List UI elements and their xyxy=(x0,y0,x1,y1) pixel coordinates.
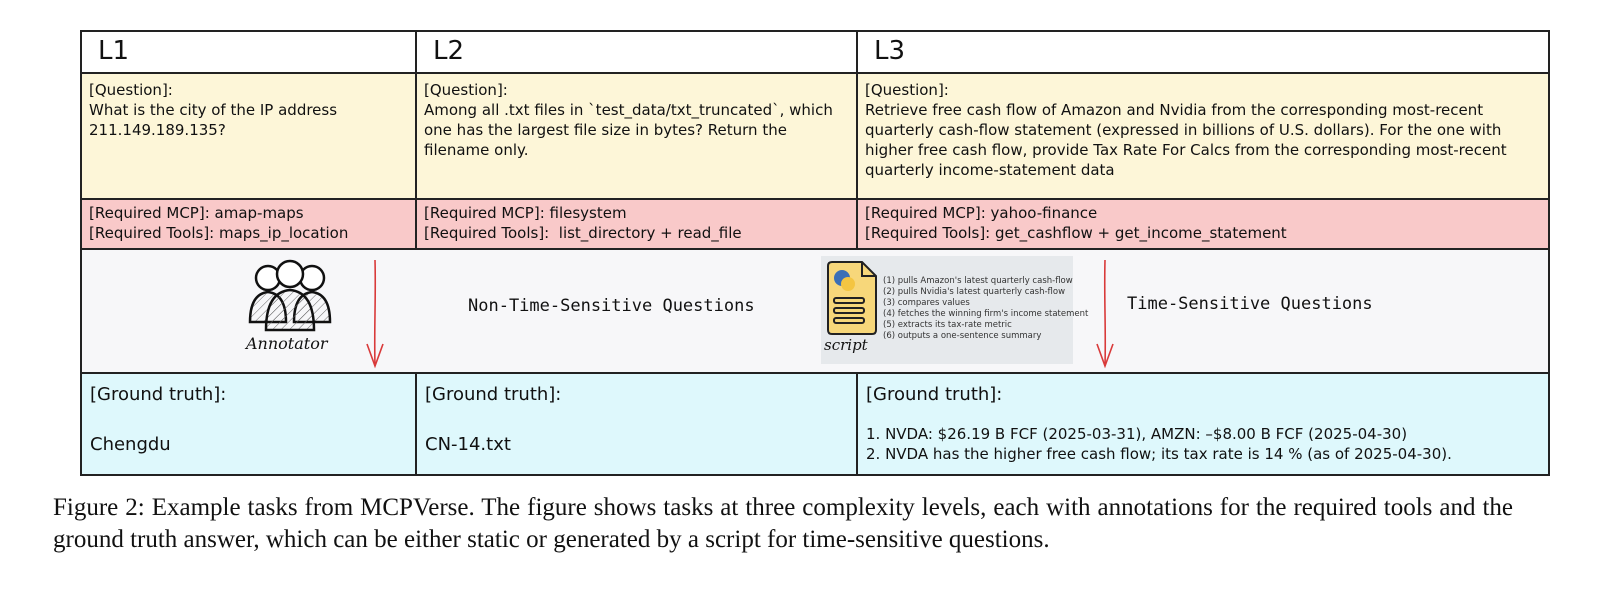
task-figure: L1 L2 L3 [Question]: What is the city of… xyxy=(80,30,1550,476)
level-header-l3: L3 xyxy=(874,36,906,66)
level-header-l1: L1 xyxy=(82,32,417,72)
required-tools-l1: [Required Tools]: maps_ip_location xyxy=(89,224,349,242)
question-label: [Question]: xyxy=(89,81,173,99)
script-steps: (1) pulls Amazon's latest quarterly cash… xyxy=(883,276,1088,342)
script-step: (5) extracts its tax-rate metric xyxy=(883,320,1012,330)
arrow-down-icon xyxy=(1096,259,1114,369)
script-label: script xyxy=(824,336,868,354)
ground-truth-answer-l1: Chengdu xyxy=(90,434,171,455)
required-tools-l3: [Required Tools]: get_cashflow + get_inc… xyxy=(865,224,1287,242)
script-icon xyxy=(827,261,877,335)
question-text-l3: Retrieve free cash flow of Amazon and Nv… xyxy=(865,101,1507,179)
script-step: (3) compares values xyxy=(883,298,970,308)
question-cell-l1: [Question]: What is the city of the IP a… xyxy=(82,74,417,198)
time-sensitive-label: Time-Sensitive Questions xyxy=(1127,294,1373,314)
level-header-l2: L2 xyxy=(417,32,858,72)
required-mcp-l2: [Required MCP]: filesystem xyxy=(424,204,627,222)
script-step: (6) outputs a one-sentence summary xyxy=(883,331,1042,341)
figure-caption: Figure 2: Example tasks from MCPVerse. T… xyxy=(53,494,1513,553)
ground-truth-line: 2. NVDA has the higher free cash flow; i… xyxy=(866,445,1452,463)
ground-truth-answer-l3: 1. NVDA: $26.19 B FCF (2025-03-31), AMZN… xyxy=(866,424,1452,464)
level-header-row: L1 L2 L3 xyxy=(82,32,1548,74)
required-mcp-l3: [Required MCP]: yahoo-finance xyxy=(865,204,1098,222)
required-tools-l2: [Required Tools]: list_directory + read_… xyxy=(424,224,742,242)
annotation-method-row: Annotator Non-Time-Sensitive Questions s… xyxy=(82,250,1548,374)
ground-truth-line: 1. NVDA: $26.19 B FCF (2025-03-31), AMZN… xyxy=(866,425,1408,443)
arrow-down-icon xyxy=(366,259,384,369)
ground-truth-label: [Ground truth]: xyxy=(866,384,1003,405)
requirements-cell-l1: [Required MCP]: amap-maps [Required Tool… xyxy=(82,200,417,248)
script-step: (2) pulls Nvidia's latest quarterly cash… xyxy=(883,287,1066,297)
required-mcp-l1: [Required MCP]: amap-maps xyxy=(89,204,304,222)
ground-truth-cell-l1: [Ground truth]: Chengdu xyxy=(82,374,417,474)
non-time-sensitive-label: Non-Time-Sensitive Questions xyxy=(468,296,755,316)
question-label: [Question]: xyxy=(865,81,949,99)
annotator-label: Annotator xyxy=(246,334,328,353)
question-cell-l2: [Question]: Among all .txt files in `tes… xyxy=(417,74,858,198)
ground-truth-cell-l2: [Ground truth]: CN-14.txt xyxy=(417,374,858,474)
ground-truth-cell-l3: [Ground truth]: 1. NVDA: $26.19 B FCF (2… xyxy=(858,374,1548,474)
question-cell-l3: [Question]: Retrieve free cash flow of A… xyxy=(858,74,1548,198)
requirements-cell-l2: [Required MCP]: filesystem [Required Too… xyxy=(417,200,858,248)
requirements-row: [Required MCP]: amap-maps [Required Tool… xyxy=(82,200,1548,250)
ground-truth-answer-l2: CN-14.txt xyxy=(425,434,511,455)
ground-truth-row: [Ground truth]: Chengdu [Ground truth]: … xyxy=(82,374,1548,474)
ground-truth-label: [Ground truth]: xyxy=(425,384,562,405)
script-step: (4) fetches the winning firm's income st… xyxy=(883,309,1089,319)
ground-truth-label: [Ground truth]: xyxy=(90,384,227,405)
question-text-l2: Among all .txt files in `test_data/txt_t… xyxy=(424,101,833,159)
question-row: [Question]: What is the city of the IP a… xyxy=(82,74,1548,200)
question-text-l1: What is the city of the IP address 211.1… xyxy=(89,101,338,139)
annotator-icon xyxy=(248,259,332,332)
requirements-cell-l3: [Required MCP]: yahoo-finance [Required … xyxy=(858,200,1548,248)
question-label: [Question]: xyxy=(424,81,508,99)
script-step: (1) pulls Amazon's latest quarterly cash… xyxy=(883,276,1073,286)
